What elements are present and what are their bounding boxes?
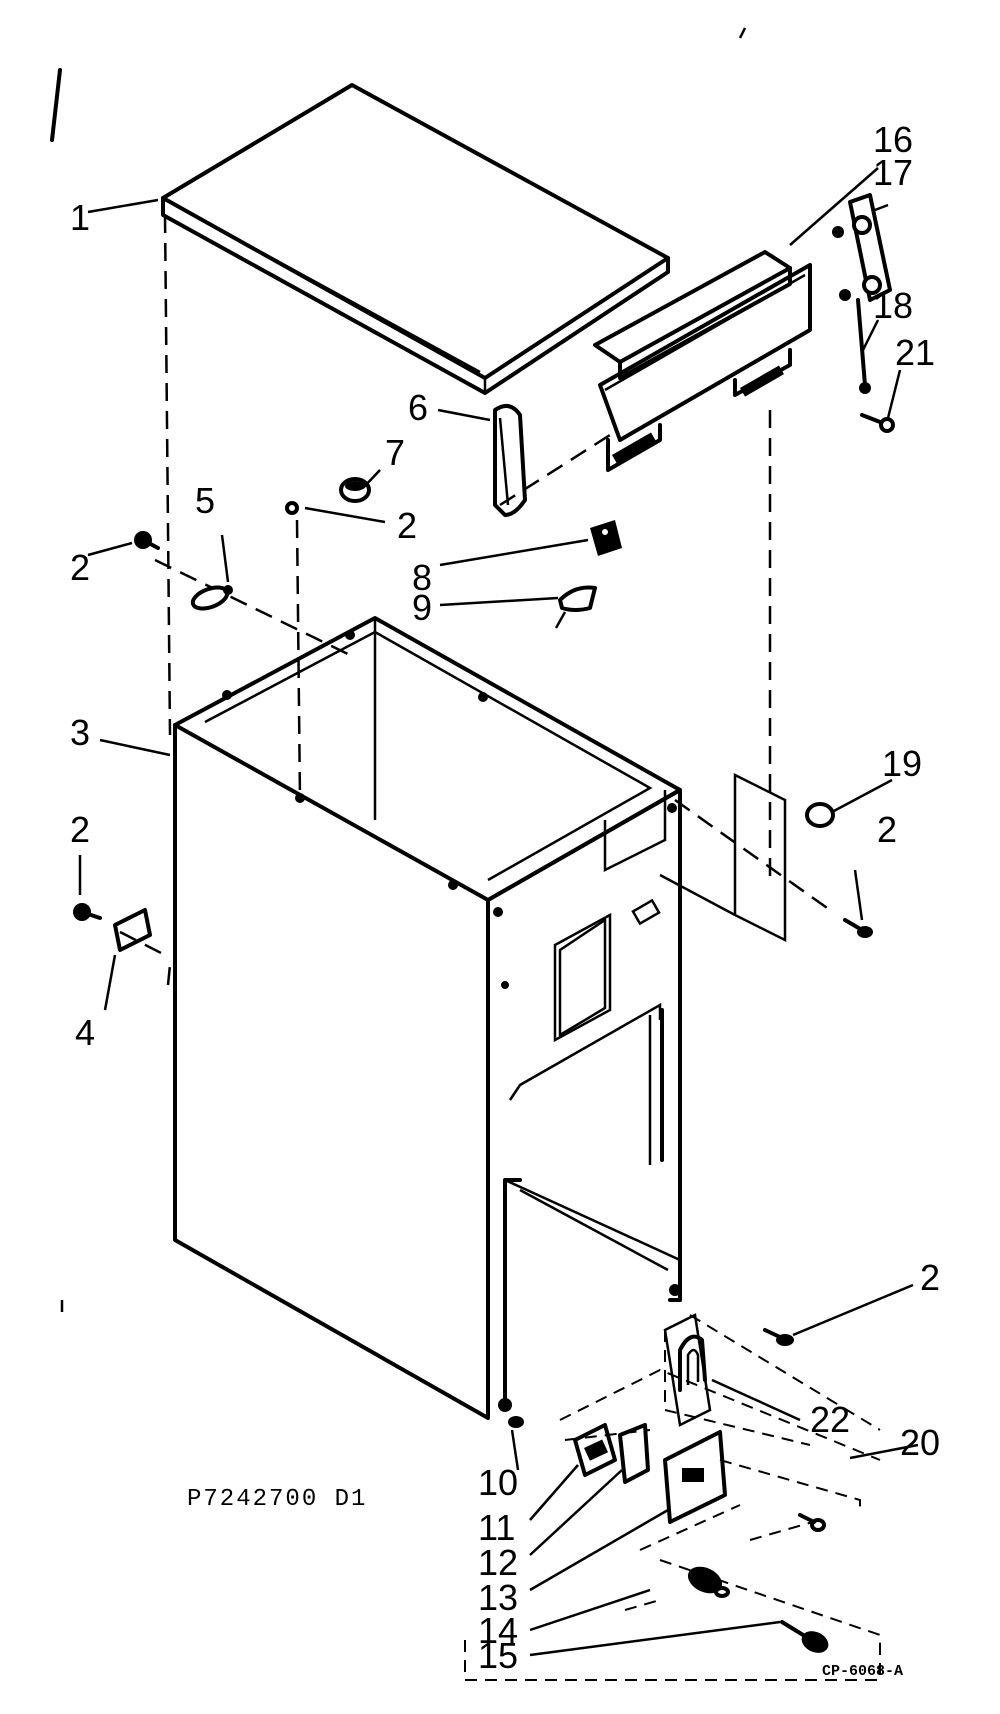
callout-label: 18	[873, 285, 913, 326]
part-screw	[843, 918, 873, 938]
callout-label: 2	[70, 809, 90, 850]
part-screw	[285, 501, 299, 515]
alignment-line	[154, 558, 351, 657]
part-screw	[763, 1328, 794, 1346]
callout-label: 13	[478, 1577, 518, 1618]
part-cabinet	[173, 616, 682, 1420]
group-outline	[624, 1599, 661, 1611]
part-side-panel	[659, 772, 835, 943]
callout-label: 7	[385, 432, 405, 473]
callout-label: 3	[70, 712, 90, 753]
part-screw	[134, 531, 160, 550]
callout-label: 2	[70, 547, 90, 588]
group-outline	[564, 1429, 651, 1441]
group-outline	[639, 1504, 741, 1551]
part-bracket-clip	[113, 908, 152, 952]
alignment-line	[499, 433, 611, 507]
part-latch	[590, 520, 622, 556]
callout-label: 2	[397, 505, 417, 546]
callout-label: 16	[873, 119, 913, 160]
callout-label: 19	[882, 743, 922, 784]
part-clip	[190, 585, 233, 611]
group-outline	[559, 1368, 881, 1461]
callout-label: 8	[412, 557, 432, 598]
part-handle	[493, 404, 527, 517]
alignment-line	[674, 798, 831, 912]
part-plug	[339, 477, 371, 503]
callout-label: 21	[895, 332, 935, 373]
alignment-line	[119, 930, 166, 957]
callout-label: 10	[478, 1462, 518, 1503]
group-outline	[664, 1330, 811, 1446]
callout-label: 2	[920, 1257, 940, 1298]
group-outline	[464, 1640, 881, 1681]
callout-label: 5	[195, 480, 215, 521]
stray-mark	[50, 68, 62, 142]
part-u-bracket	[663, 1313, 712, 1427]
callout-label: 4	[75, 1012, 95, 1053]
part-latch-cover	[554, 585, 597, 629]
callout-label: 2	[877, 809, 897, 850]
part-top-lid	[161, 83, 670, 395]
group-outline	[689, 1314, 881, 1431]
callout-label: 20	[900, 1422, 940, 1463]
group-outline	[719, 1459, 861, 1510]
alignment-line	[166, 964, 172, 986]
reference-number: P7242700 D1	[187, 1486, 367, 1513]
callout-label: 12	[478, 1542, 518, 1583]
part-key-cylinder	[687, 1566, 730, 1598]
callout-label: 17	[873, 152, 913, 193]
callout-label: 6	[408, 387, 428, 428]
callout-label: 9	[412, 587, 432, 628]
part-screw	[73, 903, 102, 921]
part-hinge-plate	[832, 193, 892, 394]
callout-label: 1	[70, 197, 90, 238]
part-screw	[860, 413, 895, 433]
alignment-line	[163, 214, 172, 736]
part-key	[780, 1620, 829, 1653]
callout-label: 22	[810, 1399, 850, 1440]
part-lock-switch	[573, 1423, 727, 1524]
callout-label: 14	[478, 1610, 518, 1651]
stray-mark	[738, 27, 747, 39]
part-hinge-bracket	[593, 250, 812, 472]
callout-leaders	[78, 167, 919, 1657]
part-screw	[508, 1416, 524, 1428]
callout-label: 11	[478, 1507, 515, 1548]
drawing-code: CP-6068-A	[822, 1663, 903, 1680]
callout-label: 15	[478, 1635, 518, 1676]
group-outline	[749, 1519, 821, 1541]
